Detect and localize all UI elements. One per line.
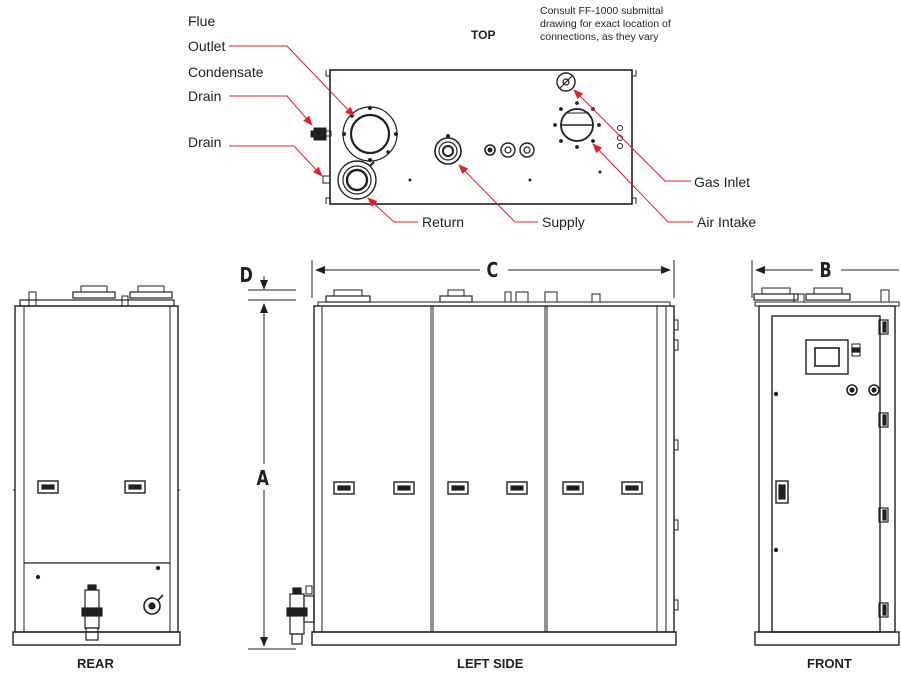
- dim-b-bg: [813, 258, 841, 282]
- flue-outlet-arrow: [229, 45, 355, 117]
- condensate-drain-label-line2: Drain: [188, 88, 222, 104]
- air-intake-label: Air Intake: [697, 214, 757, 230]
- dim-c-bg: [480, 258, 508, 282]
- supply-arrow: [458, 164, 538, 223]
- return-label: Return: [422, 214, 465, 230]
- drain-arrow: [229, 145, 323, 177]
- dim-c-label: C: [486, 258, 499, 282]
- flue-outlet-label-line2: Outlet: [188, 38, 226, 54]
- flue-outlet-label-line1: Flue: [188, 13, 216, 29]
- left-side-view: [286, 289, 679, 646]
- callout-arrows: [229, 45, 693, 223]
- air-intake-arrow: [592, 143, 693, 223]
- condensate-drain-arrow: [229, 95, 313, 126]
- rear-view: [12, 285, 181, 646]
- note-line-3: connections, as they vary: [540, 31, 659, 43]
- gas-inlet-connection: [556, 72, 576, 92]
- top-view: [310, 69, 637, 205]
- supply-connection: [434, 134, 462, 165]
- return-arrow: [367, 197, 418, 223]
- left-side-view-title: LEFT SIDE: [457, 656, 524, 671]
- air-intake-connection: [553, 101, 601, 149]
- gas-inlet-arrow: [573, 89, 691, 182]
- rear-view-title: REAR: [77, 656, 114, 671]
- front-view-title: FRONT: [807, 656, 852, 671]
- top-view-title: TOP: [471, 28, 496, 42]
- return-connection: [337, 160, 377, 200]
- dimension-lines: [248, 260, 899, 650]
- note-line-1: Consult FF-1000 submittal: [540, 5, 664, 17]
- flue-outlet-connection: [342, 106, 398, 162]
- dim-a-label: A: [256, 466, 269, 490]
- supply-label: Supply: [542, 214, 585, 230]
- condensate-drain-fitting: [310, 127, 332, 141]
- front-view: [753, 287, 900, 646]
- drain-label: Drain: [188, 134, 222, 150]
- note-line-2: drawing for exact location of: [540, 18, 671, 30]
- dim-a-bg: [250, 464, 278, 490]
- dim-d-label: D: [239, 263, 253, 287]
- gas-inlet-label: Gas Inlet: [694, 174, 751, 190]
- condensate-drain-label-line1: Condensate: [188, 64, 264, 80]
- dim-b-label: B: [819, 258, 832, 282]
